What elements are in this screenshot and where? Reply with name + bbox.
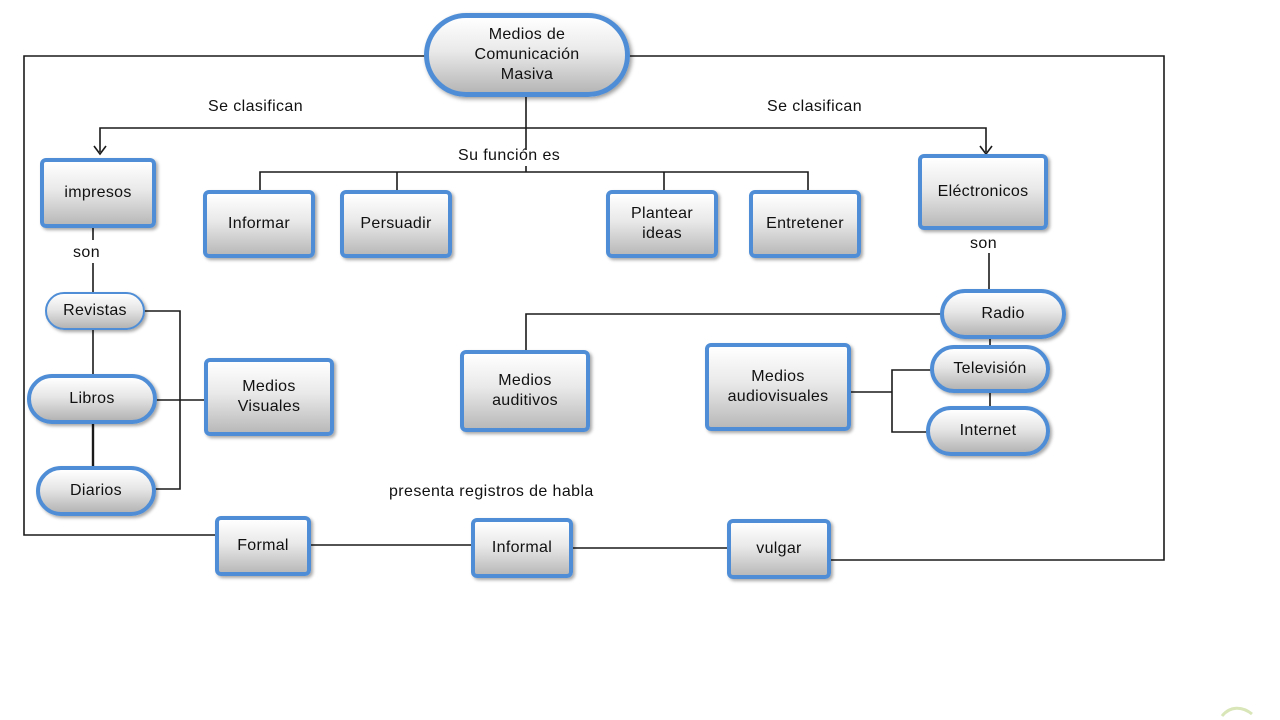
printed-diarios: Diarios — [36, 466, 156, 516]
medios-visuales-node: Medios Visuales — [204, 358, 334, 436]
function-entretener: Entretener — [749, 190, 861, 258]
clasifican-left-label: Se clasifican — [208, 98, 304, 115]
son-left-label: son — [73, 244, 100, 261]
impresos-node: impresos — [40, 158, 156, 228]
medios-auditivos-node: Medios auditivos — [460, 350, 590, 432]
printed-revistas: Revistas — [45, 292, 145, 330]
clasifican-right-label: Se clasifican — [767, 98, 863, 115]
medios-audiovisuales-node: Medios audiovisuales — [705, 343, 851, 431]
function-persuadir: Persuadir — [340, 190, 452, 258]
function-plantear-ideas: Plantear ideas — [606, 190, 718, 258]
root-node: Medios de Comunicación Masiva — [424, 13, 630, 97]
registros-label: presenta registros de habla — [389, 483, 594, 500]
corner-mark-icon — [1220, 706, 1253, 718]
register-vulgar: vulgar — [727, 519, 831, 579]
electronic-internet: Internet — [926, 406, 1050, 456]
printed-libros: Libros — [27, 374, 157, 424]
electronic-television: Televisión — [930, 345, 1050, 393]
register-formal: Formal — [215, 516, 311, 576]
funcion-label: Su función es — [458, 147, 561, 164]
electronicos-node: Eléctronicos — [918, 154, 1048, 230]
electronic-radio: Radio — [940, 289, 1066, 339]
register-informal: Informal — [471, 518, 573, 578]
son-right-label: son — [970, 235, 997, 252]
function-informar: Informar — [203, 190, 315, 258]
